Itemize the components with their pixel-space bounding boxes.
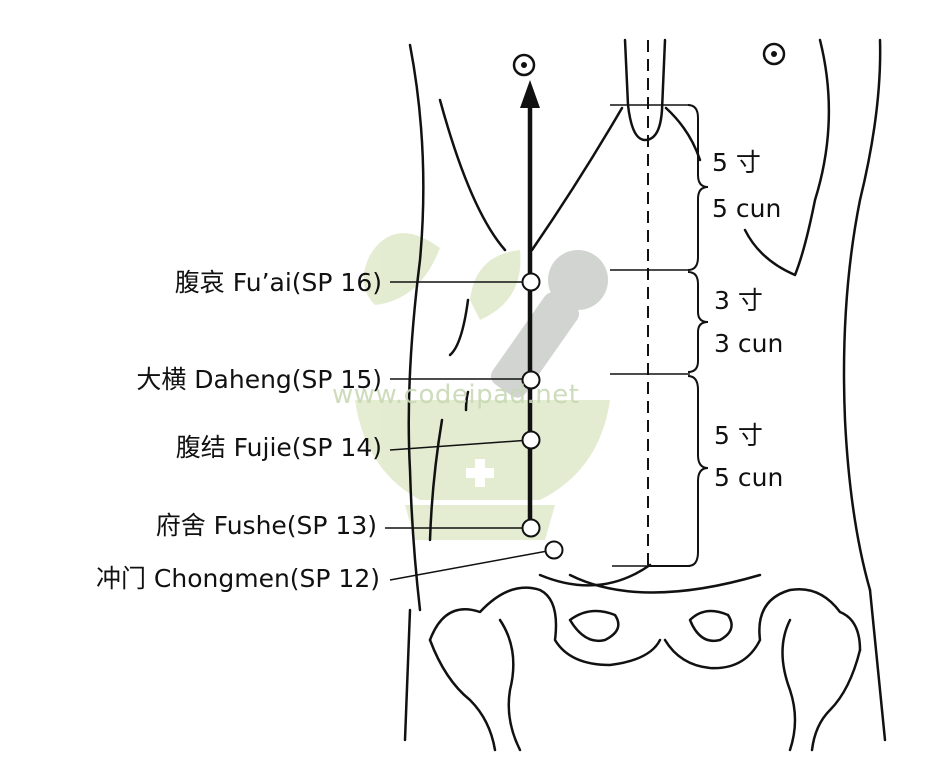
leader-lines bbox=[385, 281, 554, 581]
acupoint-markers bbox=[521, 272, 564, 560]
label-sp14: 腹结 Fujie(SP 14) bbox=[175, 433, 382, 462]
spleen-meridian-line bbox=[520, 80, 540, 528]
measure-1-cn: 5 寸 bbox=[712, 148, 761, 177]
label-sp15: 大横 Daheng(SP 15) bbox=[136, 365, 382, 394]
measure-guides bbox=[610, 104, 690, 567]
nipple-left bbox=[512, 53, 536, 77]
brace-3 bbox=[687, 375, 709, 567]
measure-3-cn: 5 寸 bbox=[714, 421, 763, 450]
acupoint-sp12 bbox=[544, 540, 564, 560]
measure-1-en: 5 cun bbox=[712, 194, 782, 223]
acupoint-sp16 bbox=[521, 272, 541, 292]
label-sp12: 冲门 Chongmen(SP 12) bbox=[95, 564, 380, 593]
watermark-text: www.codeipad.net bbox=[332, 380, 580, 410]
acupoint-sp15 bbox=[521, 370, 541, 390]
label-sp16: 腹哀 Fu’ai(SP 16) bbox=[174, 268, 382, 297]
acupoint-sp13 bbox=[521, 518, 541, 538]
acupoint-sp14 bbox=[521, 430, 541, 450]
measure-3-en: 5 cun bbox=[714, 463, 784, 492]
watermark-logo bbox=[355, 233, 610, 540]
measure-2-en: 3 cun bbox=[714, 329, 784, 358]
brace-1 bbox=[687, 104, 709, 271]
label-sp13: 府舍 Fushe(SP 13) bbox=[155, 511, 377, 540]
measure-braces bbox=[687, 104, 709, 567]
nipple-right bbox=[762, 42, 786, 66]
midline bbox=[647, 40, 690, 567]
brace-2 bbox=[687, 271, 709, 373]
measure-2-cn: 3 寸 bbox=[714, 286, 763, 315]
